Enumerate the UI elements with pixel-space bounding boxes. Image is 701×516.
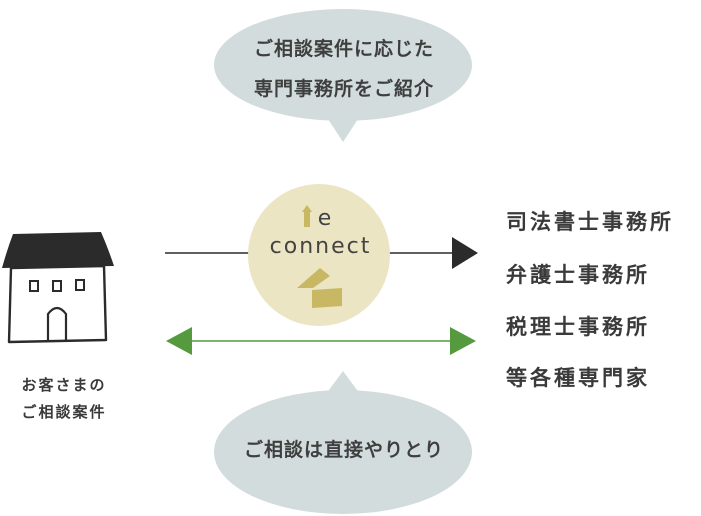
house-icon (2, 232, 114, 344)
bubble-top-line1: ご相談案件に応じた (253, 38, 434, 60)
direct-communication-arrow (166, 327, 476, 355)
office-item-judicial-scrivener: 司法書士事務所 (506, 210, 674, 234)
bubble-bottom-text: ご相談は直接やりとり (243, 439, 444, 461)
bubble-top-line2: 専門事務所をご紹介 (253, 78, 434, 100)
logo-text-e: e (317, 206, 334, 231)
arrow-up-icon (302, 205, 312, 227)
logo-text-connect: connect (269, 234, 372, 259)
office-item-tax-accountant: 税理士事務所 (506, 315, 650, 339)
customer-label-line2: ご相談案件 (21, 403, 107, 421)
customer-label-line1: お客さまの (21, 376, 107, 394)
speech-bubble-top (214, 9, 472, 142)
wedge-shape-icon (297, 268, 342, 308)
speech-bubble-bottom (214, 371, 472, 514)
office-item-lawyer: 弁護士事務所 (506, 263, 650, 287)
office-item-other-specialists: 等各種専門家 (506, 366, 650, 390)
econnect-logo (248, 184, 390, 326)
